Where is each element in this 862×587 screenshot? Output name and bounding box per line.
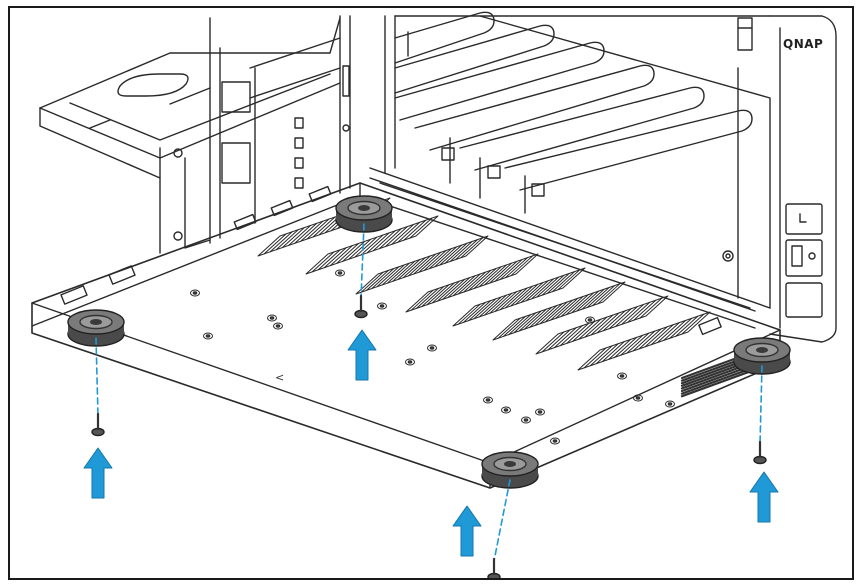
brand-logo: QNAP [783, 37, 823, 51]
hole-17 [273, 322, 283, 330]
up-arrow-icon [83, 447, 113, 499]
drive-cage [39, 17, 341, 254]
guide-line-1 [95, 337, 99, 417]
hole-16 [585, 316, 595, 324]
power-button [785, 203, 823, 235]
rear-frame-posts [294, 15, 396, 194]
rubber-foot-icon [733, 337, 791, 375]
front-panel: QNAP [769, 15, 837, 343]
grille-2 [305, 215, 439, 275]
hole-13 [617, 372, 627, 380]
nas-bottom-illustration: QNAP [31, 11, 837, 578]
screw-icon [91, 412, 105, 437]
grille-8 [577, 311, 711, 371]
grille-4 [405, 253, 539, 313]
hole-6 [405, 358, 415, 366]
grille-3 [355, 235, 489, 295]
hole-1 [190, 289, 200, 297]
screw-icon [753, 440, 767, 465]
svg-text:<: < [275, 371, 284, 384]
hole-12 [550, 437, 560, 445]
hole-5 [377, 302, 387, 310]
hole-9 [501, 406, 511, 414]
rubber-feet [67, 195, 791, 489]
assembly-hardware [83, 223, 779, 578]
hole-14 [633, 394, 643, 402]
hole-4 [335, 269, 345, 277]
grille-5 [452, 267, 586, 327]
rubber-foot-icon [481, 451, 539, 489]
up-arrow-icon [749, 471, 779, 523]
hole-10 [521, 416, 531, 424]
rear-panel [394, 15, 771, 309]
screw-icon [354, 294, 368, 319]
usb-port-panel [785, 239, 823, 277]
hole-3 [203, 332, 213, 340]
expansion-slot-brackets [394, 11, 753, 214]
mounting-holes [190, 269, 675, 445]
bottom-plate: < [31, 167, 781, 489]
hole-15 [665, 400, 675, 408]
guide-line-4 [759, 365, 763, 445]
hole-2 [267, 314, 277, 322]
figure-frame: QNAP [8, 6, 854, 580]
hole-11 [535, 408, 545, 416]
grille-6 [492, 281, 626, 341]
guide-line-2 [360, 223, 365, 299]
up-arrow-icon [347, 329, 377, 381]
rubber-foot-icon [335, 195, 393, 233]
hole-7 [427, 344, 437, 352]
grille-7 [535, 295, 669, 355]
rubber-foot-icon [67, 309, 125, 347]
ventilation-grilles [257, 197, 750, 398]
up-arrow-icon [452, 505, 482, 557]
hole-8 [483, 396, 493, 404]
screw-icon [487, 557, 501, 578]
guide-line-3 [493, 479, 511, 562]
